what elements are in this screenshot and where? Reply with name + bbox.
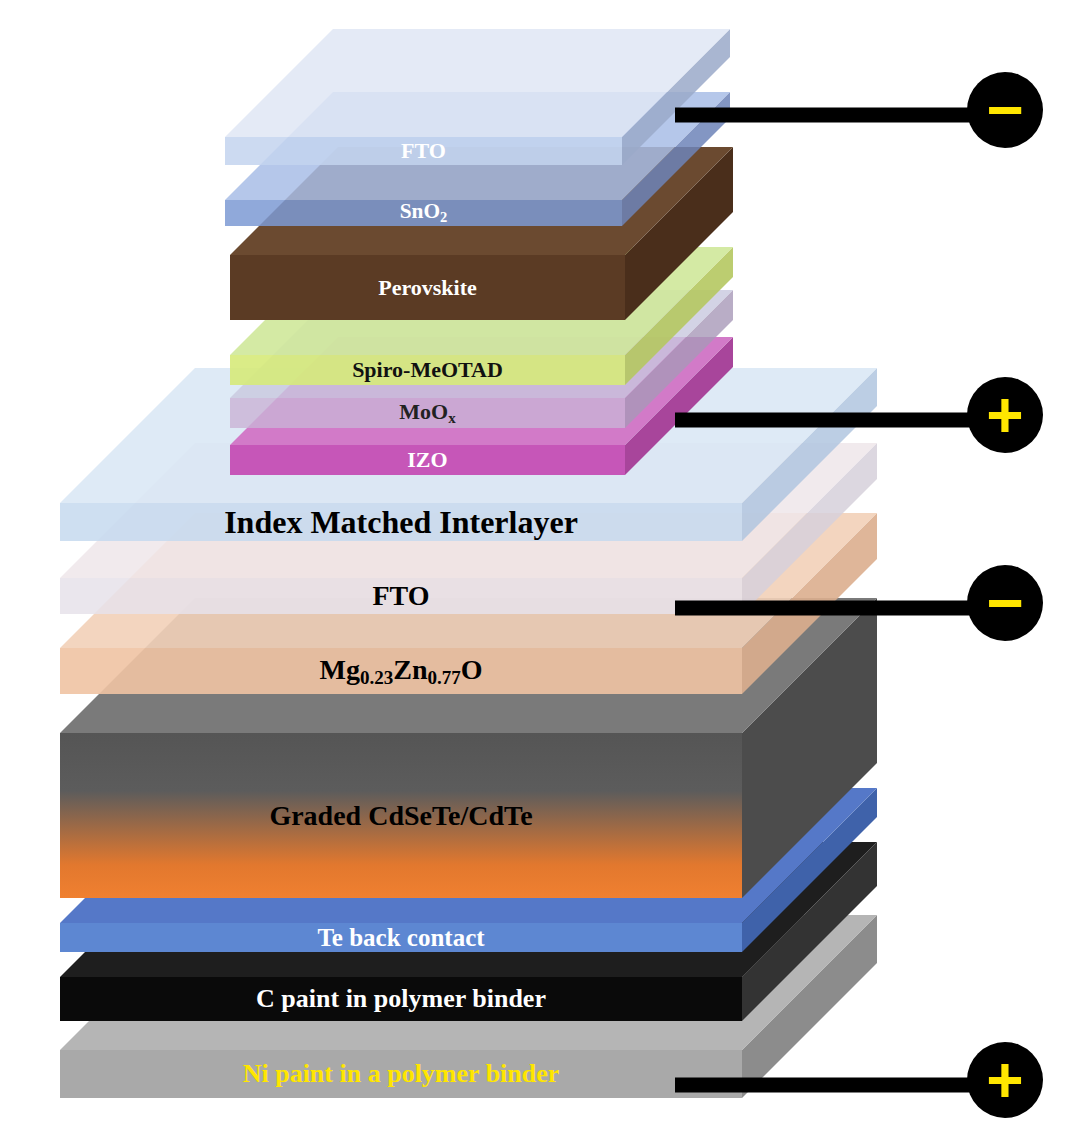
layer-label: C paint in polymer binder [256,986,546,1012]
layer-box: Ni paint in a polymer binder [60,1050,742,1098]
terminal-circle [967,72,1043,148]
polarity-sign: − [986,571,1023,635]
slab-front [60,733,742,898]
layer-box: Mg0.23Zn0.77O [60,648,742,694]
layer-label: Perovskite [378,277,477,299]
layer-label: Graded CdSeTe/CdTe [269,802,532,830]
formula-part: Mg [319,654,359,685]
formula-part: 0.23 [360,666,393,687]
layer-label: FTO [401,140,446,162]
formula-part: O [461,654,483,685]
slab-front [230,445,625,475]
slab-front [60,1050,742,1098]
slab-front [60,503,742,541]
layer-slab [225,29,730,165]
terminal-circle [967,565,1043,641]
slab-front [230,255,625,320]
polarity-sign: + [986,383,1023,447]
slab-front [225,137,622,165]
layer-box: Spiro-MeOTAD [230,355,625,385]
polarity-sign: − [986,78,1023,142]
layer-box: Te back contact [60,923,742,952]
layer-box: FTO [60,578,742,614]
layer-label: Index Matched Interlayer [224,506,578,538]
terminal-circle [967,1042,1043,1118]
formula-part: MoO [399,399,448,424]
layer-box: MoOx [230,398,625,428]
slab-front [60,923,742,952]
layer-box: Index Matched Interlayer [60,503,742,541]
layer-label: SnO2 [400,201,448,224]
formula-part: 2 [440,209,447,225]
terminal [675,1042,1043,1118]
terminal-circle [967,377,1043,453]
layer-label: Mg0.23Zn0.77O [319,656,482,687]
terminal [675,377,1043,453]
layer-label: IZO [407,449,447,471]
layer-box: IZO [230,445,625,475]
layer-label: Spiro-MeOTAD [352,359,503,381]
slab-front [60,977,742,1021]
terminal-wire [675,601,971,616]
terminal-sign-box: + [967,1042,1043,1118]
slab-front [60,578,742,614]
slab-front [230,355,625,385]
layer-box: FTO [225,137,622,165]
terminal-wire [675,1078,971,1093]
slab-top [225,29,730,137]
terminal-sign-box: − [967,565,1043,641]
layer-label: Ni paint in a polymer binder [243,1061,560,1087]
slab-front [225,200,622,226]
layer-box: Perovskite [230,255,625,320]
layer-box: C paint in polymer binder [60,977,742,1021]
layer-label: FTO [372,582,429,610]
layer-label: Te back contact [317,925,484,950]
layer-box: Graded CdSeTe/CdTe [60,733,742,898]
terminal-sign-box: + [967,377,1043,453]
terminal [675,565,1043,641]
polarity-sign: + [986,1048,1023,1112]
slab-front [230,398,625,428]
terminal [675,72,1043,148]
layer-label: MoOx [399,401,455,426]
formula-part: SnO [400,199,440,223]
terminal-sign-box: − [967,72,1043,148]
terminal-wire [675,108,971,123]
layer-box: SnO2 [225,200,622,226]
terminal-wire [675,413,971,428]
formula-part: 0.77 [427,666,460,687]
slab-front [60,648,742,694]
formula-part: Zn [393,654,427,685]
formula-part: x [448,409,455,425]
